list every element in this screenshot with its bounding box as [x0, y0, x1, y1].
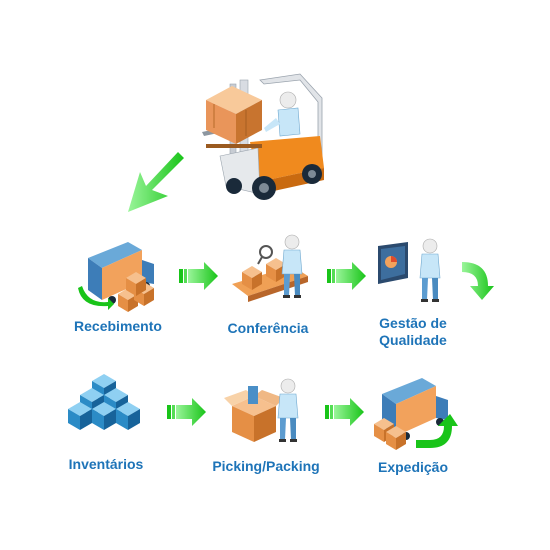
step-label-recebimento: Recebimento	[74, 318, 162, 334]
step-label-gestao-qualidade: Gestão de Qualidade	[379, 315, 447, 348]
step-label-expedicao: Expedição	[377, 459, 449, 475]
flow-arrow-2	[327, 262, 366, 290]
inspection-conveyor-icon	[232, 234, 308, 302]
step-label-conferencia: Conferência	[227, 320, 309, 336]
step-label-picking-packing: Picking/Packing	[212, 458, 320, 474]
step-label-inventarios: Inventários	[68, 456, 144, 472]
stacked-boxes-icon	[68, 374, 140, 430]
quality-monitor-icon	[378, 238, 441, 303]
delivery-truck-icon	[78, 242, 154, 312]
packing-worker-icon	[224, 378, 299, 443]
forklift-icon	[202, 73, 324, 200]
shipping-truck-icon	[374, 378, 458, 450]
flow-arrow-4	[325, 398, 364, 426]
flow-arrow-3	[167, 398, 206, 426]
curved-return-arrow-icon	[462, 262, 494, 300]
flow-arrow-1	[179, 262, 218, 290]
diagonal-arrow-icon	[128, 152, 184, 212]
